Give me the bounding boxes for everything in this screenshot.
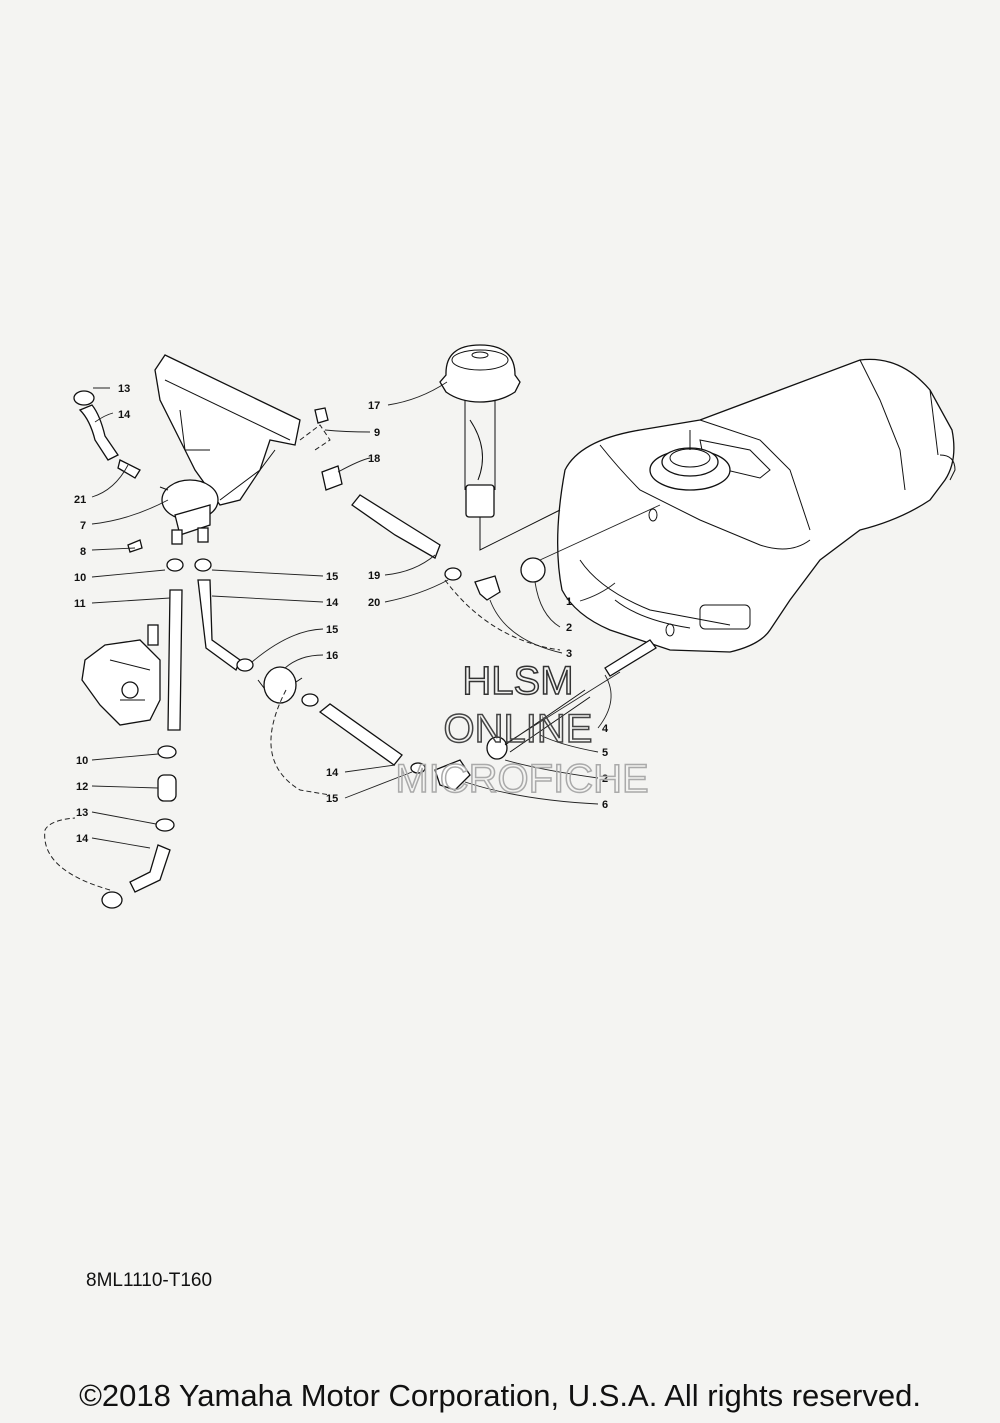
watermark-line-3: MICROFICHE (395, 757, 648, 801)
callout-13: 13 (118, 383, 130, 395)
callout-20: 20 (368, 597, 380, 609)
watermark-line-1: HLSM (462, 659, 573, 703)
callout-3: 3 (566, 648, 572, 660)
callout-15: 15 (326, 571, 338, 583)
callout-15: 15 (326, 624, 338, 636)
callout-11: 11 (74, 598, 86, 610)
fuel-pump (117, 459, 219, 553)
callout-labels: 13 14 21 7 8 10 11 10 12 13 14 9 18 15 1… (74, 383, 609, 845)
leader-lines (91, 381, 616, 849)
callout-15: 15 (326, 793, 338, 805)
diagram-code: 8ML1110-T160 (86, 1270, 213, 1291)
callout-2: 2 (566, 622, 572, 634)
callout-10: 10 (76, 755, 88, 767)
frame-bracket (154, 354, 331, 506)
copyright-notice: ©2018 Yamaha Motor Corporation, U.S.A. A… (79, 1378, 921, 1413)
callout-14: 14 (326, 597, 339, 609)
fuel-sender (439, 344, 561, 551)
callout-1: 1 (566, 596, 572, 608)
callout-7: 7 (80, 520, 86, 532)
callout-21: 21 (74, 494, 86, 506)
watermark: HLSM ONLINE MICROFICHE (395, 658, 650, 802)
callout-18: 18 (368, 453, 380, 465)
callout-16: 16 (326, 650, 338, 662)
callout-17: 17 (368, 400, 380, 412)
callout-14: 14 (76, 833, 89, 845)
hoses-and-fittings (44, 390, 661, 909)
callout-2: 2 (602, 773, 608, 785)
callout-4: 4 (602, 723, 609, 735)
callout-14: 14 (326, 767, 339, 779)
callout-5: 5 (602, 747, 608, 759)
callout-6: 6 (602, 799, 608, 811)
watermark-line-2: ONLINE (444, 707, 593, 751)
callout-13: 13 (76, 807, 88, 819)
callout-19: 19 (368, 570, 380, 582)
callout-12: 12 (76, 781, 88, 793)
mount-bracket (81, 624, 161, 726)
callout-9: 9 (374, 427, 380, 439)
fuel-tank (557, 358, 956, 653)
callout-10: 10 (74, 572, 86, 584)
callout-14: 14 (118, 409, 131, 421)
callout-8: 8 (80, 546, 86, 558)
